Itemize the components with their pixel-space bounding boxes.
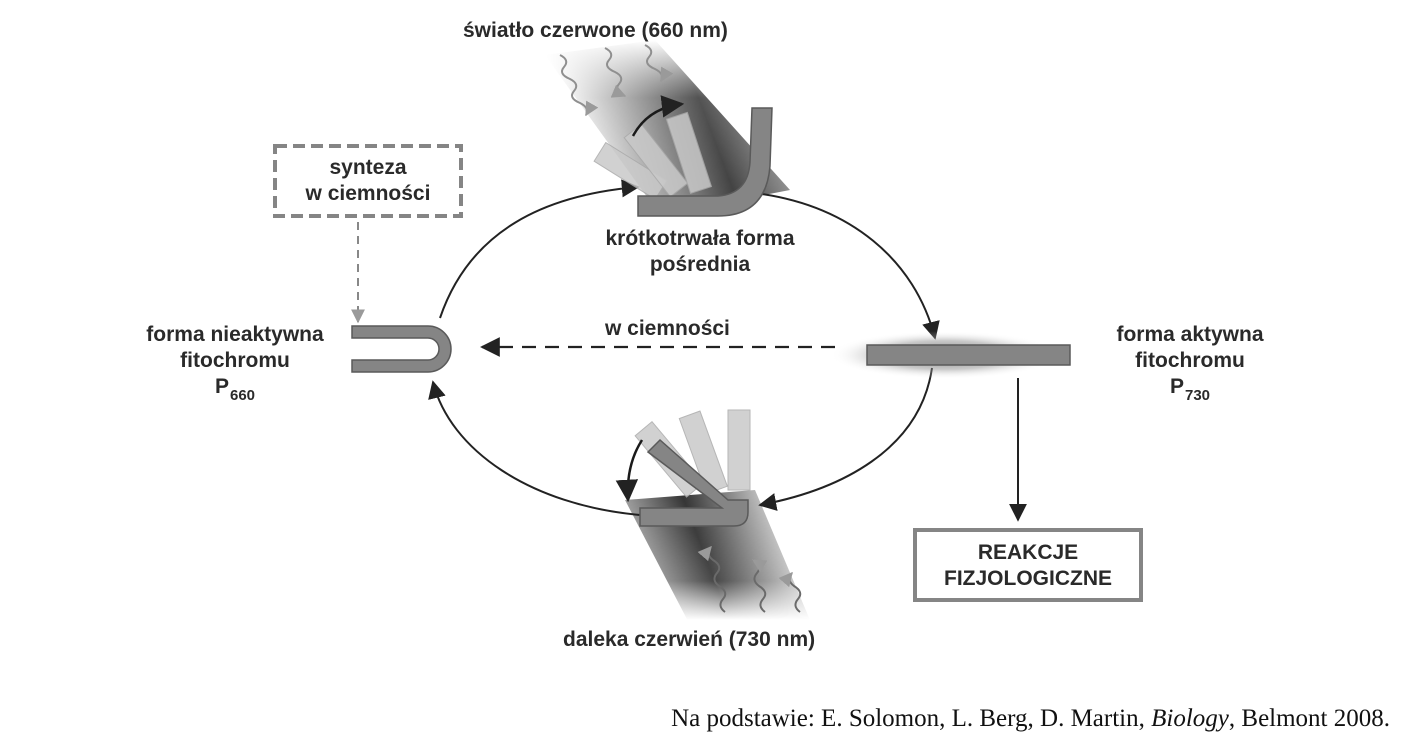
synthesis-box-text: synteza w ciemności [275, 155, 461, 207]
arrow-farred-to-inactive [428, 380, 641, 516]
label-inactive-line1: forma nieaktywna [146, 323, 324, 346]
caption-title: Biology [1151, 705, 1229, 732]
far-red-light-rays [697, 545, 802, 613]
farred-form [615, 409, 751, 527]
label-p730: P730 [1169, 375, 1211, 404]
synthesis-line1: synteza [329, 156, 407, 179]
caption-suffix: , Belmont 2008. [1228, 705, 1390, 732]
red-light-beam [545, 40, 790, 215]
label-p660: P660 [214, 375, 256, 404]
rotation-arrow-bottom [615, 439, 644, 503]
label-far-red: daleka czerwień (730 nm) [563, 628, 816, 651]
reactions-box-text: REAKCJE FIZJOLOGICZNE [915, 540, 1141, 592]
synthesis-line2: w ciemności [305, 182, 431, 205]
pigment-p730-shape [866, 344, 1071, 366]
pigment-p660-shape [351, 325, 452, 373]
synthesis-box [273, 144, 463, 218]
caption-prefix: Na podstawie: E. Solomon, L. Berg, D. Ma… [671, 705, 1152, 732]
label-intermediate: krótkotrwała forma pośrednia [575, 226, 825, 278]
label-intermediate-line1: krótkotrwała forma [605, 227, 795, 250]
red-light-rays [559, 44, 674, 117]
label-intermediate-line2: pośrednia [649, 253, 751, 276]
label-active-line2: fitochromu [1135, 349, 1245, 372]
label-dark-reversion: w ciemności [605, 317, 730, 340]
reactions-box [913, 528, 1143, 602]
arrow-intermediate-to-active [754, 192, 940, 340]
label-inactive-line2: fitochromu [180, 349, 290, 372]
pigment-farred-shape [639, 438, 749, 527]
label-active-line1: forma aktywna [1116, 323, 1264, 346]
source-caption: Na podstawie: E. Solomon, L. Berg, D. Ma… [671, 705, 1390, 733]
reactions-line1: REAKCJE [977, 541, 1079, 564]
label-active-form: forma aktywna fitochromu P730 [1065, 322, 1315, 404]
rotation-arrow-top [631, 95, 685, 137]
label-inactive-form: forma nieaktywna fitochromu P660 [110, 322, 360, 404]
reactions-line2: FIZJOLOGICZNE [944, 567, 1112, 590]
label-red-light: światło czerwone (660 nm) [463, 19, 728, 42]
arrow-inactive-to-intermediate [439, 179, 640, 319]
intermediate-form [593, 95, 773, 217]
cycle-arcs [428, 179, 940, 516]
arrow-active-to-farred [758, 367, 933, 511]
pigment-intermediate-shape [637, 107, 773, 217]
